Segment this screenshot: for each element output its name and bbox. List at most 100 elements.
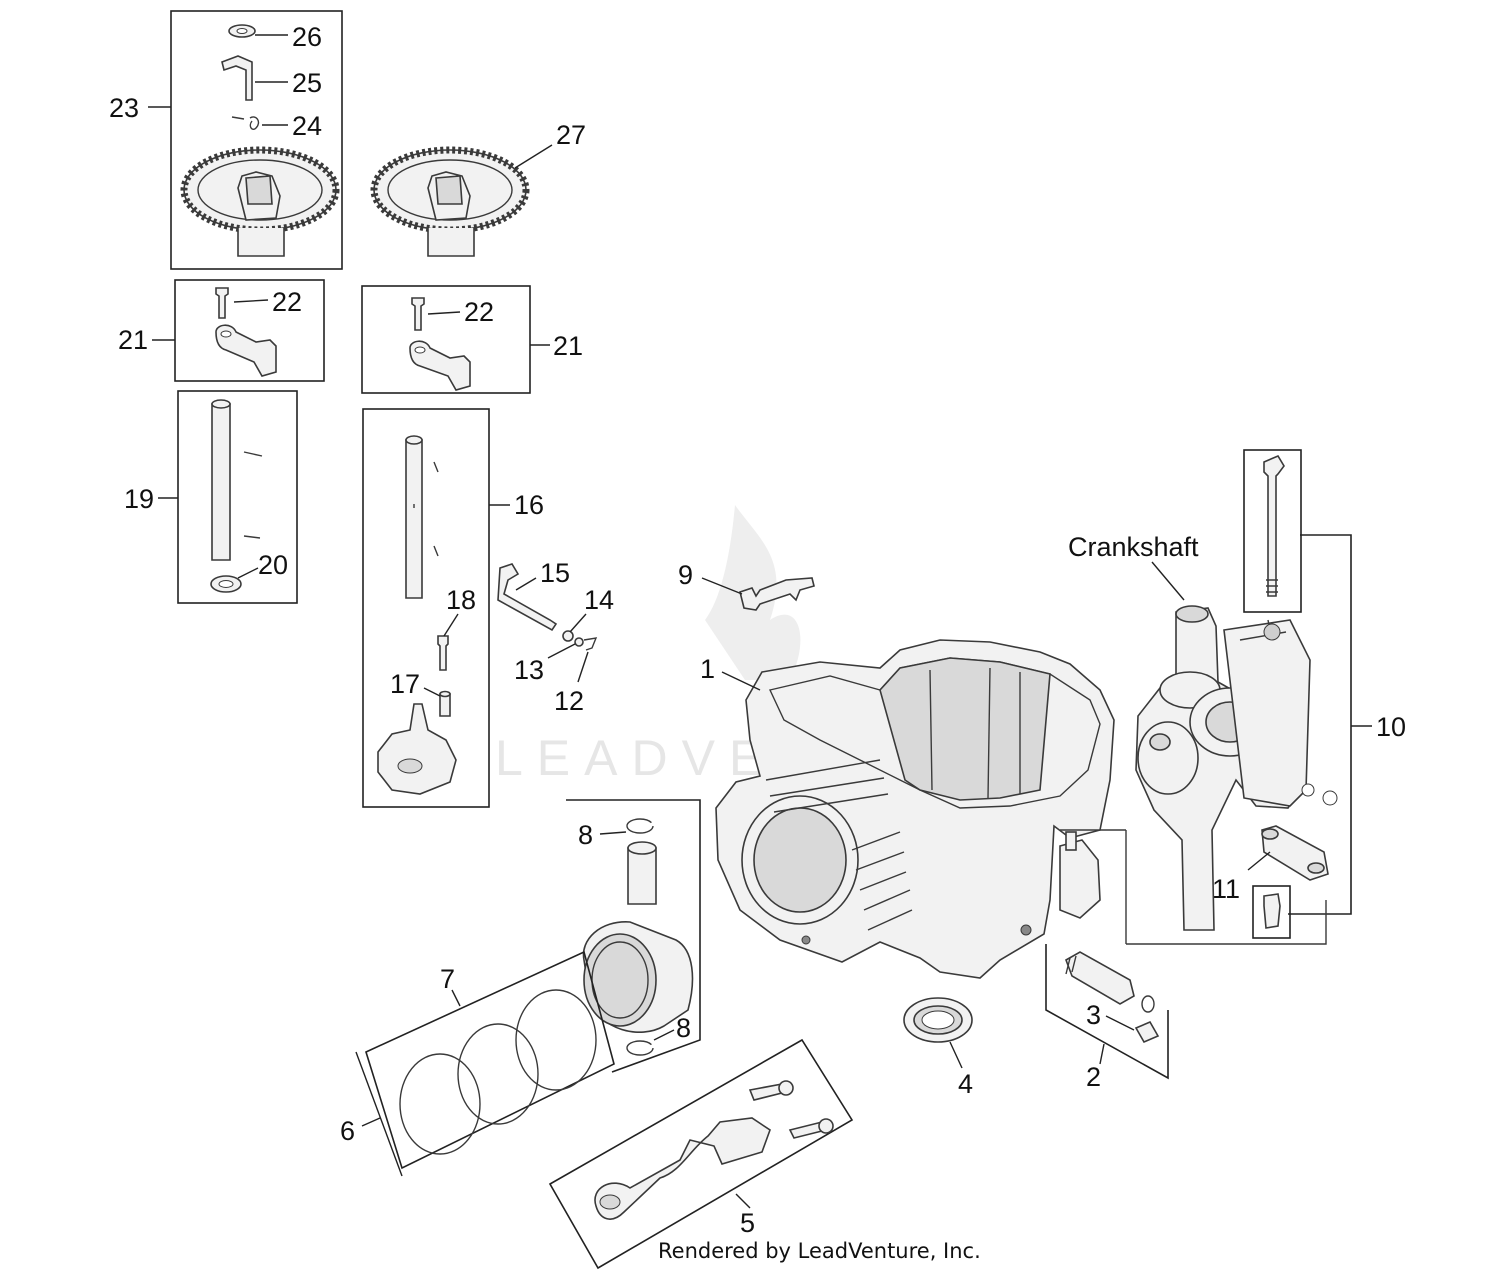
clip-part-12[interactable] (583, 637, 598, 651)
callout-crankshaft: Crankshaft (1068, 532, 1199, 601)
callout-18: 18 (443, 585, 476, 637)
rod-part-15[interactable] (497, 563, 558, 632)
bolt-part-18[interactable] (437, 635, 449, 671)
gear-part-27[interactable] (370, 146, 530, 257)
callout-label-12: 12 (554, 686, 584, 716)
callout-1: 1 (700, 654, 761, 691)
callout-label-11: 11 (1212, 874, 1240, 904)
piston-rings-part-7[interactable] (399, 989, 597, 1155)
callout-label-5: 5 (740, 1208, 755, 1238)
callout-6: 6 (340, 1116, 381, 1146)
callout-17: 17 (390, 669, 441, 699)
callout-2: 2 (1086, 1043, 1105, 1092)
washer-part-14[interactable] (562, 630, 574, 642)
callout-label-17: 17 (390, 669, 420, 699)
crankshaft-part[interactable] (1135, 605, 1338, 931)
callout-label-23: 23 (109, 93, 139, 123)
callout-label-16: 16 (514, 490, 544, 520)
callout-label-4: 4 (958, 1069, 973, 1099)
callout-label-6: 6 (340, 1116, 355, 1146)
callout-label-18: 18 (446, 585, 476, 615)
snap-ring-part-8-top[interactable] (626, 818, 654, 834)
callout-label-22-right: 22 (464, 297, 494, 327)
group-box-piston (566, 799, 701, 1073)
bolt-part-10[interactable] (1263, 454, 1285, 597)
group-box-21-left (174, 279, 325, 382)
seal-part-4[interactable] (903, 997, 973, 1043)
crankcase-part-1[interactable] (715, 639, 1115, 979)
group-box-10-bolt (1243, 449, 1302, 613)
callout-8-top: 8 (578, 820, 627, 850)
clip-part-24[interactable] (231, 116, 260, 130)
callout-label-7: 7 (440, 964, 455, 994)
shaft-part-16[interactable] (405, 439, 423, 599)
callout-7: 7 (440, 964, 461, 1007)
callout-3: 3 (1086, 1000, 1135, 1031)
callout-label-13: 13 (514, 655, 544, 685)
callout-23: 23 (109, 93, 171, 123)
part-group-21-left[interactable] (174, 279, 325, 382)
bolt-part-22-right[interactable] (411, 297, 425, 331)
callout-label-21-right: 21 (553, 331, 583, 361)
callout-14: 14 (569, 585, 614, 633)
group-box-5 (548, 1038, 854, 1270)
lever-part-25[interactable] (221, 55, 253, 101)
arm-part-21-right[interactable] (409, 340, 471, 391)
group-box-2 (1045, 944, 1169, 1080)
callout-12: 12 (554, 651, 589, 716)
callout-label-24: 24 (292, 111, 322, 141)
group-line-6 (355, 1051, 403, 1177)
arm-part-21-left[interactable] (215, 324, 277, 377)
callout-label-21-left: 21 (118, 325, 148, 355)
nut-part-10[interactable] (1263, 893, 1281, 929)
callout-8-bottom: 8 (653, 1013, 691, 1043)
part-group-19[interactable] (177, 390, 298, 604)
washer-part-13[interactable] (574, 637, 584, 647)
callout-5: 5 (735, 1193, 755, 1238)
snap-ring-part-8-bottom[interactable] (626, 1040, 654, 1056)
shaft-part-19[interactable] (211, 403, 231, 561)
part-group-21-right[interactable] (361, 285, 531, 394)
callout-label-9: 9 (678, 560, 693, 590)
callout-9: 9 (678, 560, 743, 595)
group-box-16 (362, 408, 490, 808)
callout-label-14: 14 (584, 585, 614, 615)
piston-part-8[interactable] (582, 921, 694, 1033)
callout-label-crankshaft: Crankshaft (1068, 532, 1199, 562)
callout-13: 13 (514, 643, 576, 685)
callout-label-10: 10 (1376, 712, 1406, 742)
callout-11: 11 (1212, 851, 1271, 904)
callout-27: 27 (514, 120, 586, 169)
group-box-10 (1288, 534, 1352, 915)
callout-label-25: 25 (292, 68, 322, 98)
piston-pin-part-8[interactable] (627, 841, 657, 905)
callout-15: 15 (515, 558, 570, 591)
pin-part-3[interactable] (1134, 995, 1160, 1044)
callout-22-right: 22 (427, 297, 494, 327)
part-group-23[interactable] (170, 10, 343, 270)
bolt-part-22-left[interactable] (215, 287, 229, 319)
group-box-23 (170, 10, 343, 270)
callout-24: 24 (262, 111, 322, 141)
group-line-10 (1060, 829, 1327, 945)
part-group-16[interactable] (362, 408, 490, 808)
callout-label-22-left: 22 (272, 287, 302, 317)
callout-label-15: 15 (540, 558, 570, 588)
callout-20: 20 (237, 550, 288, 580)
group-box-21-right (361, 285, 531, 394)
oil-pump-part-16[interactable] (377, 703, 457, 795)
governor-part-2[interactable] (1065, 951, 1135, 1005)
callout-21-right: 21 (530, 331, 583, 361)
group-box-7 (365, 950, 615, 1170)
breather-part-9[interactable] (739, 577, 815, 611)
connecting-rod-part-5[interactable] (594, 1080, 834, 1220)
group-box-10-nut (1252, 885, 1291, 939)
callout-label-19: 19 (124, 484, 154, 514)
callout-label-27: 27 (556, 120, 586, 150)
callout-21-left: 21 (118, 325, 175, 355)
callout-label-26: 26 (292, 22, 322, 52)
callout-label-8-top: 8 (578, 820, 593, 850)
callout-16: 16 (489, 490, 544, 520)
counterweight-part-11[interactable] (1261, 825, 1329, 881)
callout-label-2: 2 (1086, 1062, 1101, 1092)
